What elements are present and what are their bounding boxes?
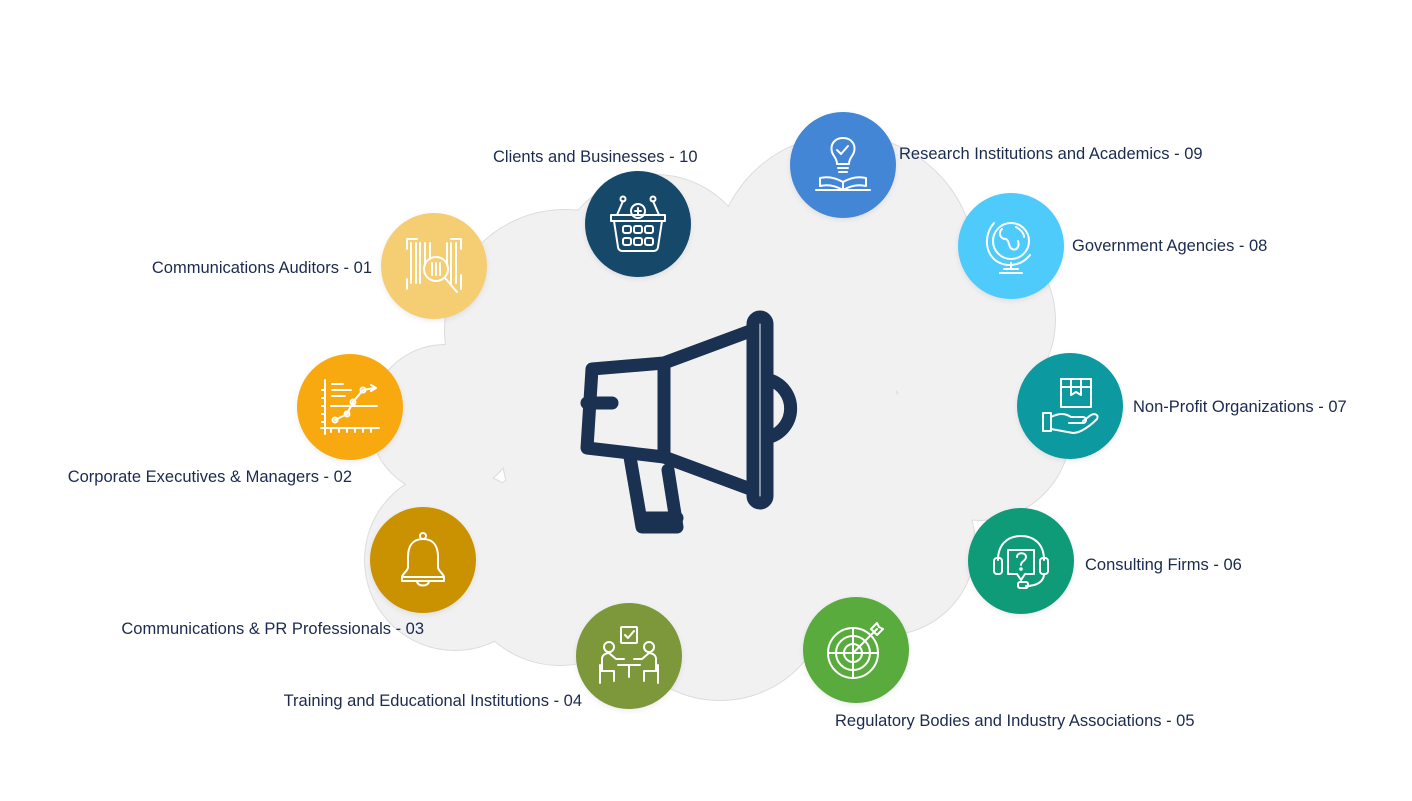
stakeholder-node-regulatory-bodies[interactable] (803, 597, 909, 703)
globe-icon (985, 222, 1031, 274)
stakeholder-node-non-profit[interactable] (1017, 353, 1123, 459)
cloud-shape (365, 135, 1070, 700)
stakeholder-label-communications-pr: Communications & PR Professionals - 03 (121, 620, 424, 638)
stakeholder-node-training-institutions[interactable] (576, 603, 682, 709)
stakeholder-label-research-institutions: Research Institutions and Academics - 09 (899, 145, 1203, 163)
stakeholder-label-communications-auditors: Communications Auditors - 01 (151, 259, 372, 277)
megaphone-icon (580, 310, 798, 534)
target-arrow-icon (827, 622, 884, 679)
stakeholder-label-training-institutions: Training and Educational Institutions - … (283, 692, 582, 710)
barcode-magnifier-icon (406, 238, 462, 293)
bell-icon (401, 532, 445, 587)
book-lightbulb-icon (815, 137, 871, 191)
stakeholder-node-corporate-executives[interactable] (297, 354, 403, 460)
meeting-checkmark-icon (599, 626, 659, 684)
stakeholder-node-research-institutions[interactable] (790, 112, 896, 218)
growth-chart-icon (320, 379, 380, 435)
stakeholder-label-consulting-firms: Consulting Firms - 06 (1085, 556, 1242, 574)
shopping-basket-icon (610, 195, 666, 252)
stakeholder-label-non-profit: Non-Profit Organizations - 07 (1133, 398, 1347, 416)
megaphone (570, 305, 820, 545)
hand-box-icon (1042, 378, 1099, 434)
stakeholder-node-communications-pr[interactable] (370, 507, 476, 613)
stakeholder-label-government-agencies: Government Agencies - 08 (1072, 237, 1268, 255)
stakeholder-node-government-agencies[interactable] (958, 193, 1064, 299)
stakeholder-label-regulatory-bodies: Regulatory Bodies and Industry Associati… (835, 712, 1195, 730)
stakeholder-node-consulting-firms[interactable] (968, 508, 1074, 614)
headset-question-icon (993, 535, 1049, 589)
stakeholder-node-clients-businesses[interactable] (585, 171, 691, 277)
stakeholder-label-clients-businesses: Clients and Businesses - 10 (493, 148, 698, 166)
stakeholder-label-corporate-executives: Corporate Executives & Managers - 02 (67, 468, 352, 486)
stakeholder-node-communications-auditors[interactable] (381, 213, 487, 319)
